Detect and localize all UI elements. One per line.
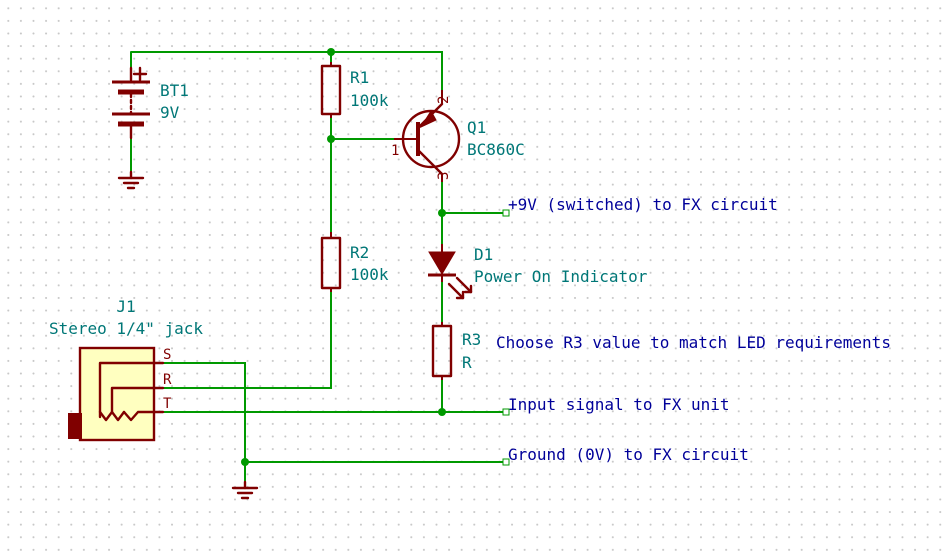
j1-sleeve-pin-label: S: [163, 347, 171, 363]
junction-dot: [327, 48, 335, 56]
wire-sleeve: [162, 362, 246, 483]
wires: [130, 51, 504, 483]
d1-ref: D1: [474, 245, 493, 264]
resistor-r3-symbol: [431, 322, 453, 380]
junction-dot: [438, 408, 446, 416]
q1-emitter-pin-number: 2: [436, 96, 452, 104]
r1-value: 100k: [350, 91, 389, 110]
junction-dot: [241, 458, 249, 466]
q1-value: BC860C: [467, 140, 525, 159]
r3-note: Choose R3 value to match LED requirement…: [496, 333, 891, 352]
ground-symbol: [231, 480, 259, 500]
led-d1-symbol: [428, 244, 473, 300]
d1-value: Power On Indicator: [474, 267, 648, 286]
q1-base-pin-number: 1: [391, 143, 399, 159]
junction-dot: [438, 209, 446, 217]
transistor-q1-symbol: [394, 90, 461, 182]
junctions: [241, 48, 446, 466]
output-ports: [502, 209, 510, 466]
r3-ref: R3: [462, 330, 481, 349]
net-label-input: Input signal to FX unit: [508, 395, 730, 414]
battery-ref: BT1: [160, 81, 189, 100]
q1-ref: Q1: [467, 118, 486, 137]
resistor-r2-symbol: [320, 232, 342, 292]
wire-top-rail: [130, 51, 443, 91]
net-label-ground: Ground (0V) to FX circuit: [508, 445, 749, 464]
j1-ring-pin-label: R: [163, 372, 172, 388]
q1-collector-pin-number: 3: [436, 172, 452, 180]
port-ground: [502, 458, 510, 466]
wire-ring: [162, 291, 332, 389]
j1-tip-pin-label: T: [163, 396, 172, 412]
ground-symbol: [117, 170, 145, 190]
net-label-switched: +9V (switched) to FX circuit: [508, 195, 778, 214]
jack-j1-symbol: [68, 346, 165, 442]
junction-dot: [327, 135, 335, 143]
r2-ref: R2: [350, 243, 369, 262]
j1-value: Stereo 1/4" jack: [49, 319, 203, 338]
resistor-r1-symbol: [320, 62, 342, 118]
r2-value: 100k: [350, 265, 389, 284]
port-switched: [502, 209, 510, 217]
r3-value: R: [462, 353, 472, 372]
battery-value: 9V: [160, 103, 180, 122]
j1-ref: J1: [116, 297, 135, 316]
port-input: [502, 408, 510, 416]
battery-symbol: [112, 66, 150, 140]
r1-ref: R1: [350, 68, 369, 87]
